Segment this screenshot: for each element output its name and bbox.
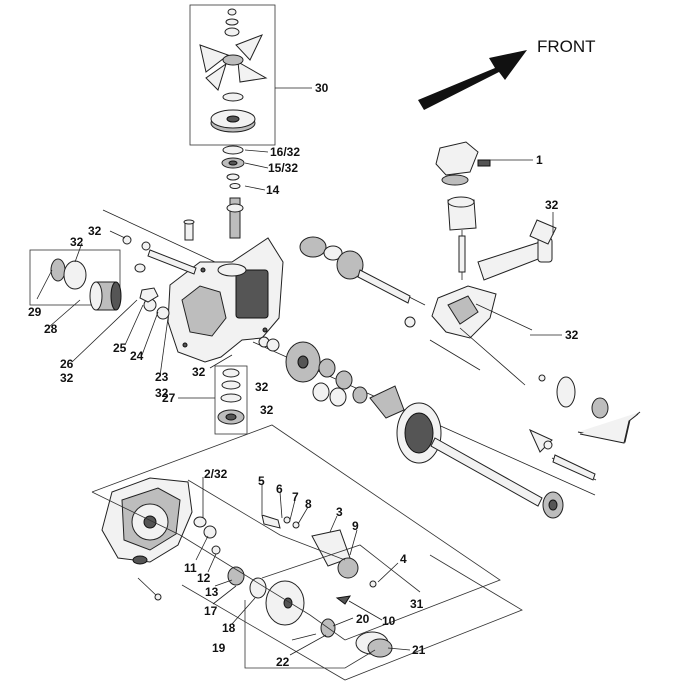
leader-lines: [36, 87, 562, 656]
callout-13: 13: [205, 585, 219, 599]
callout-23: 23: [155, 370, 169, 384]
callout-26: 26: [60, 357, 74, 371]
right-upper-assembly: [431, 141, 557, 339]
filter-assembly: [29, 249, 159, 311]
callout-32-seal-lower: 32: [260, 403, 274, 417]
callout-6: 6: [276, 482, 283, 496]
callout-31: 31: [410, 597, 424, 611]
callout-29: 29: [28, 305, 42, 319]
callout-32-left-bolt: 32: [88, 224, 102, 238]
callout-32-right-mid: 32: [565, 328, 579, 342]
callout-7: 7: [292, 490, 299, 504]
callout-28: 28: [44, 322, 58, 336]
transmission-housing: [143, 237, 284, 363]
callout-21: 21: [412, 643, 426, 657]
callout-10: 10: [382, 614, 396, 628]
callout-9: 9: [352, 519, 359, 533]
upper-shaft: [299, 236, 426, 306]
right-shafts: [404, 303, 641, 481]
callout-labels: 30 16/32 15/32 14 1 32 32 29 28 26 32 32…: [28, 81, 579, 669]
axle-shaft: [430, 437, 564, 519]
callout-18: 18: [222, 621, 236, 635]
fan-pulley-assembly: [189, 4, 276, 239]
callout-11: 11: [184, 561, 197, 575]
callout-5: 5: [258, 474, 265, 488]
callout-17: 17: [204, 604, 218, 618]
seal-assembly-box: [214, 365, 248, 435]
callout-19: 19: [212, 641, 226, 655]
callout-32-right-upper: 32: [545, 198, 559, 212]
callout-1: 1: [536, 153, 543, 167]
assembly-outlines: [91, 424, 523, 681]
callout-2-32: 2/32: [204, 467, 228, 481]
front-label: FRONT: [537, 37, 596, 56]
callout-32-seal-upper: 32: [255, 380, 269, 394]
callout-32-under-26: 32: [60, 371, 74, 385]
callout-22: 22: [276, 655, 290, 669]
callout-3: 3: [336, 505, 343, 519]
callout-16-32: 16/32: [270, 145, 300, 159]
callout-32-under-23: 32: [155, 386, 169, 400]
callout-25: 25: [113, 341, 127, 355]
front-direction-arrow: [418, 50, 527, 110]
callout-20: 20: [356, 612, 370, 626]
callout-12: 12: [197, 571, 211, 585]
callout-27: 27: [162, 391, 176, 405]
lower-cover-assembly: [101, 477, 393, 658]
callout-8: 8: [305, 497, 312, 511]
callout-30: 30: [315, 81, 329, 95]
callout-24: 24: [130, 349, 144, 363]
callout-4: 4: [400, 552, 407, 566]
left-bolts: [102, 209, 216, 275]
gear-train: [252, 336, 596, 496]
callout-14: 14: [266, 183, 280, 197]
callout-32-filter: 32: [70, 235, 84, 249]
callout-32-housing: 32: [192, 365, 206, 379]
callout-15-32: 15/32: [268, 161, 298, 175]
